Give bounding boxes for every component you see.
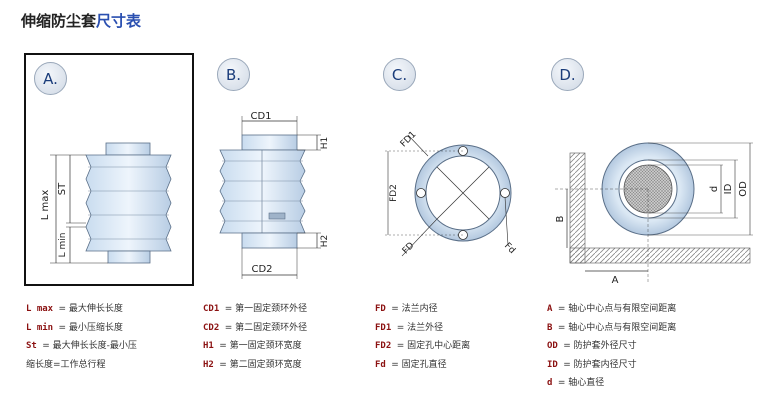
legend-key: FD [375, 304, 386, 314]
panel-c: C. FD1 FD2 FD Fd [380, 53, 530, 288]
label-id: ID [723, 183, 734, 194]
label-b: B [555, 215, 566, 222]
legend-key: B [547, 322, 553, 333]
legend-key: L min [26, 322, 54, 333]
legend-row: H2 = 第二固定颈环宽度 [203, 356, 307, 375]
legend-row: Fd = 固定孔直径 [375, 356, 470, 375]
badge-a: A. [34, 62, 67, 95]
legend-text: = 法兰外径 [396, 322, 444, 333]
legend-row: ID = 防护套内径尺寸 [547, 356, 676, 375]
legend-text: = 最大伸长长度-最小压 [42, 341, 137, 352]
legend-row: CD2 = 第二固定颈环外径 [203, 319, 307, 338]
label-fd-small: Fd [502, 241, 517, 256]
label-h2: H2 [320, 235, 330, 248]
panel-d: D. A B d ID [545, 53, 760, 288]
legend-row: L max = 最大伸长长度 [26, 300, 137, 319]
legend-row: d = 轴心直径 [547, 374, 676, 393]
legend-text: = 最大伸长长度 [58, 304, 123, 314]
legend-text: = 防护套外径尺寸 [563, 341, 637, 352]
legend-key: H2 [203, 359, 214, 370]
legend-text: = 固定孔直径 [391, 359, 447, 370]
legend-col-4: A = 轴心中心点与有限空间距离 B = 轴心中心点与有限空间距离 OD = 防… [547, 300, 676, 393]
legend-key: Fd [375, 359, 386, 370]
legend-row: L min = 最小压缩长度 [26, 319, 137, 338]
legend-text: = 第二固定颈环外径 [224, 322, 308, 333]
title-main: 伸缩防尘套 [21, 12, 97, 30]
legend-row: St = 最大伸长长度-最小压 [26, 337, 137, 356]
flange-diagram-c: FD1 FD2 FD Fd [385, 130, 517, 256]
legend-text: = 第一固定颈环宽度 [219, 341, 302, 352]
legend-col-3: FD = 法兰内径 FD1 = 法兰外径 FD2 = 固定孔中心距离 Fd = … [375, 300, 470, 374]
legend-text: = 第二固定颈环宽度 [219, 359, 302, 370]
label-cd2: CD2 [251, 264, 272, 275]
legend-row: FD = 法兰内径 [375, 300, 470, 319]
legend-key: CD1 [203, 304, 220, 314]
legend-key: FD1 [375, 322, 392, 333]
legend-col-2: CD1 = 第一固定颈环外径 CD2 = 第二固定颈环外径 H1 = 第一固定颈… [203, 300, 307, 374]
label-od: OD [738, 181, 749, 197]
label-h1: H1 [320, 137, 330, 150]
label-lmax: L max [40, 190, 51, 221]
legend-row: OD = 防护套外径尺寸 [547, 337, 676, 356]
legend-text: = 固定孔中心距离 [396, 341, 471, 352]
legend-key: H1 [203, 341, 214, 352]
legend-key: ID [547, 359, 558, 370]
legend-row: CD1 = 第一固定颈环外径 [203, 300, 307, 319]
legend-key: L max [26, 304, 54, 314]
legend-row: FD1 = 法兰外径 [375, 319, 470, 338]
badge-c: C. [383, 58, 416, 91]
legend-text: = 轴心直径 [557, 378, 605, 389]
legend-row: 缩长度=工作总行程 [26, 356, 137, 375]
legend-key: d [547, 378, 553, 389]
badge-d: D. [551, 58, 584, 91]
legend-row: FD2 = 固定孔中心距离 [375, 337, 470, 356]
page-title: 伸缩防尘套尺寸表 [21, 10, 141, 31]
legend-text: = 法兰内径 [391, 304, 438, 314]
legend-text: = 轴心中心点与有限空间距离 [557, 322, 677, 333]
label-d: d [709, 186, 720, 192]
label-lmin: L min [58, 233, 68, 258]
legend-key: St [26, 341, 37, 352]
legend-key: OD [547, 341, 558, 352]
legend-row: B = 轴心中心点与有限空间距离 [547, 319, 676, 338]
title-dimension-table: 尺寸表 [96, 12, 142, 30]
label-fd2: FD2 [389, 184, 399, 202]
legend-row: A = 轴心中心点与有限空间距离 [547, 300, 676, 319]
bellows-diagram-a: L max ST L min [40, 142, 172, 264]
legend-text: 缩长度=工作总行程 [26, 359, 106, 370]
bellows-diagram-b: CD1 H1 H2 CD2 [219, 111, 330, 279]
legend-col-1: L max = 最大伸长长度 L min = 最小压缩长度 St = 最大伸长长… [26, 300, 137, 374]
legend-text: = 第一固定颈环外径 [224, 304, 308, 314]
panel-b: B. CD1 H1 H2 CD2 [205, 53, 335, 288]
legend-key: A [547, 304, 553, 314]
panel-a: A. L max ST L min [24, 53, 194, 286]
label-a: A [612, 275, 619, 286]
legend-key: CD2 [203, 322, 220, 333]
legend-text: = 最小压缩长度 [58, 322, 123, 333]
label-fd1: FD1 [399, 130, 419, 150]
legend-text: = 轴心中心点与有限空间距离 [557, 304, 677, 314]
legend-row: H1 = 第一固定颈环宽度 [203, 337, 307, 356]
legend-key: FD2 [375, 341, 392, 352]
installation-diagram-d: A B d ID OD [555, 142, 753, 286]
label-cd1: CD1 [250, 111, 271, 122]
label-st: ST [57, 182, 68, 195]
legend-text: = 防护套内径尺寸 [563, 359, 637, 370]
badge-b: B. [217, 58, 250, 91]
